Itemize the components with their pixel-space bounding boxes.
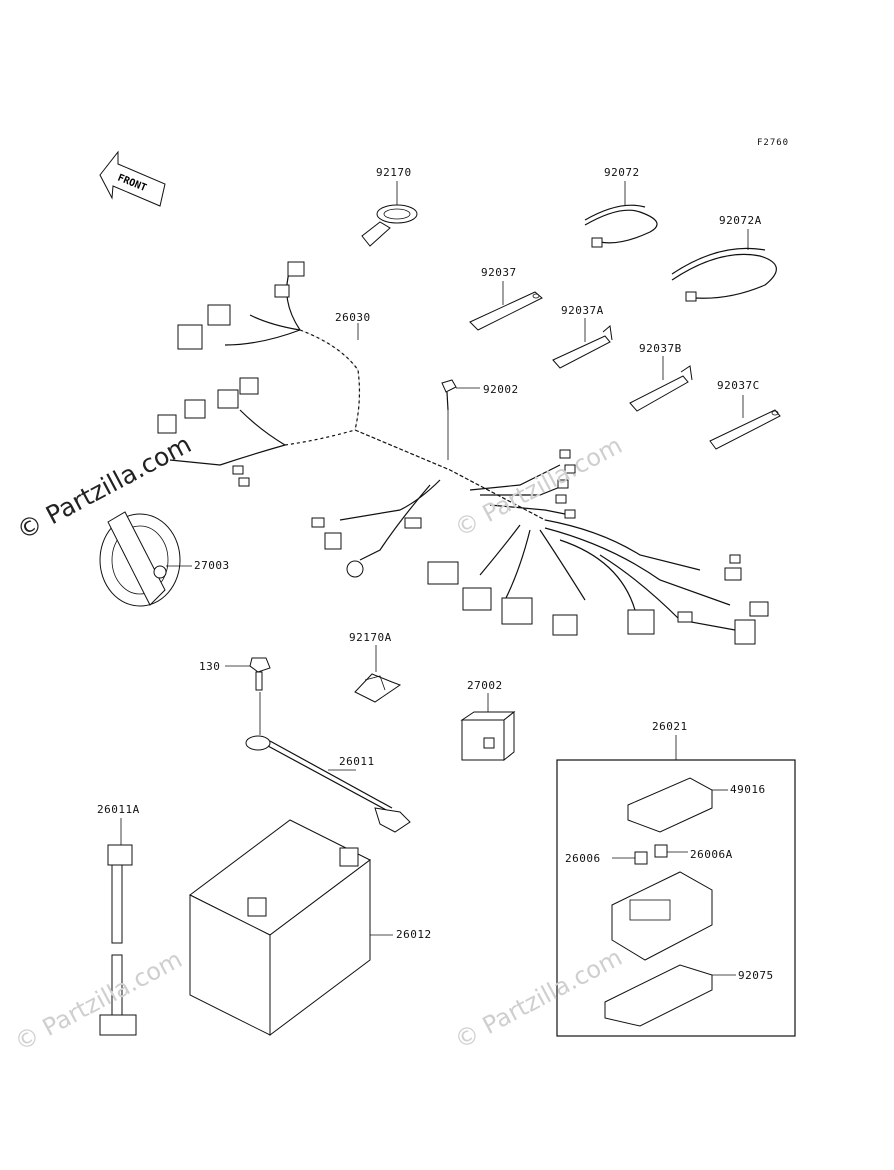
part-label-92170A[interactable]: 92170A	[349, 631, 392, 644]
part-label-26012[interactable]: 26012	[396, 928, 432, 941]
part-label-26030[interactable]: 26030	[335, 311, 371, 324]
strap-92037-part[interactable]	[469, 281, 543, 331]
clamp-92170-part[interactable]	[361, 181, 418, 247]
fuse-box-26021-part[interactable]	[556, 735, 796, 1037]
part-label-130[interactable]: 130	[199, 660, 221, 673]
bolt-130-part[interactable]	[225, 657, 271, 735]
strap-92037B-part[interactable]	[629, 356, 693, 412]
part-label-27003[interactable]: 27003	[194, 559, 230, 572]
part-label-49016[interactable]: 49016	[730, 783, 766, 796]
part-label-26006A[interactable]: 26006A	[690, 848, 733, 861]
part-label-92037A[interactable]: 92037A	[561, 304, 604, 317]
part-label-26006[interactable]: 26006	[565, 852, 601, 865]
band-92072A-part[interactable]	[671, 229, 777, 302]
horn-27003-part[interactable]	[99, 511, 192, 607]
clip-92170A-part[interactable]	[354, 645, 402, 703]
part-label-92037C[interactable]: 92037C	[717, 379, 760, 392]
part-label-92072A[interactable]: 92072A	[719, 214, 762, 227]
part-label-92037[interactable]: 92037	[481, 266, 517, 279]
cable-26011-part[interactable]	[245, 735, 411, 833]
main-harness-26030-part[interactable]	[157, 261, 769, 645]
front-arrow-icon: FRONT	[99, 150, 166, 207]
cable-26011A-part[interactable]	[99, 818, 137, 1036]
screw-92002-part[interactable]	[441, 379, 480, 460]
part-label-92002[interactable]: 92002	[483, 383, 519, 396]
part-label-26011A[interactable]: 26011A	[97, 803, 140, 816]
strap-92037A-part[interactable]	[552, 318, 613, 369]
figure-code: F2760	[757, 138, 790, 148]
relay-27002-part[interactable]	[460, 693, 516, 762]
battery-26012-part[interactable]	[189, 819, 393, 1036]
part-label-92072[interactable]: 92072	[604, 166, 640, 179]
part-label-92037B[interactable]: 92037B	[639, 342, 682, 355]
part-label-92170[interactable]: 92170	[376, 166, 412, 179]
band-92072-part[interactable]	[584, 181, 658, 248]
part-label-92075[interactable]: 92075	[738, 969, 774, 982]
strap-92037C-part[interactable]	[709, 395, 781, 450]
part-label-26021[interactable]: 26021	[652, 720, 688, 733]
part-label-27002[interactable]: 27002	[467, 679, 503, 692]
part-label-26011[interactable]: 26011	[339, 755, 375, 768]
